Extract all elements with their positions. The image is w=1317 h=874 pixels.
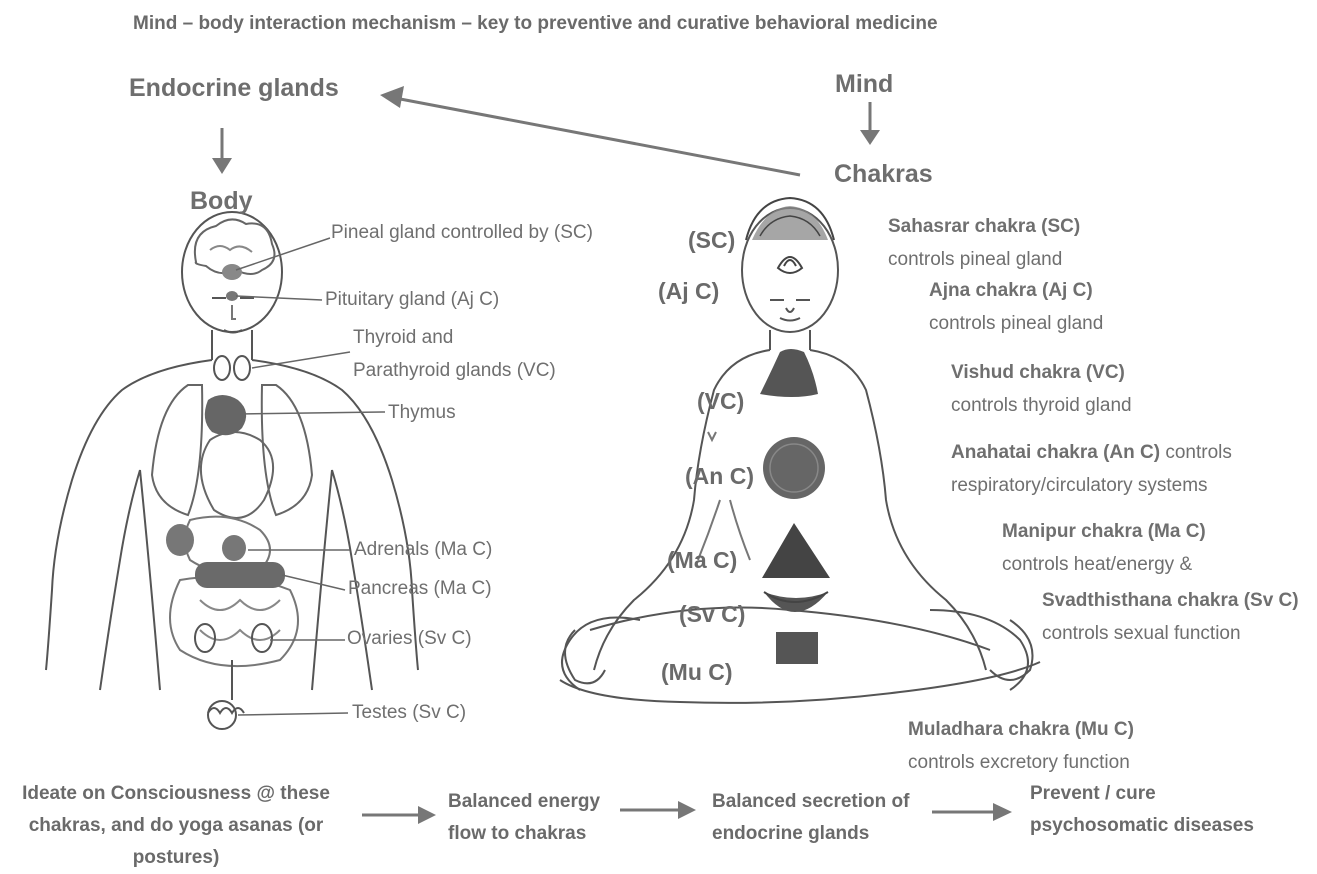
flow-arrow-1: [362, 806, 436, 824]
flow-arrow-3: [932, 803, 1012, 821]
flow-arrow-2: [620, 801, 696, 819]
